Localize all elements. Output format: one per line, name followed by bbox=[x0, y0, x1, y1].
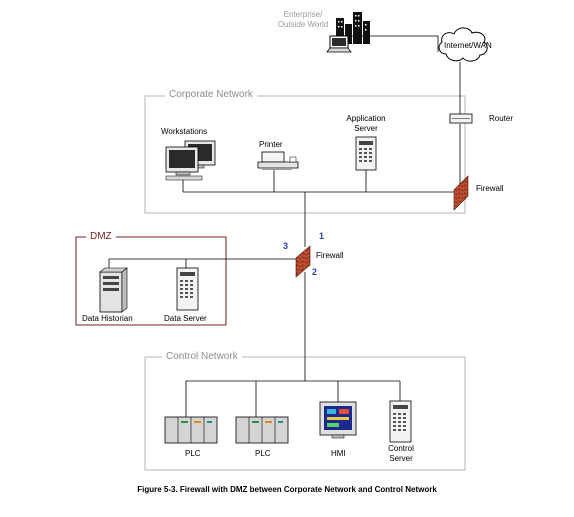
printer-label: Printer bbox=[259, 140, 283, 149]
network-links bbox=[108, 35, 461, 417]
router-icon bbox=[449, 113, 473, 124]
data-server-icon bbox=[176, 267, 199, 311]
data-historian-icon bbox=[99, 267, 128, 313]
control-server-label: Control Server bbox=[380, 444, 422, 464]
enterprise-to-internet-link bbox=[350, 35, 439, 52]
corporate-firewall-label: Firewall bbox=[476, 184, 504, 193]
corporate-network-title: Corporate Network bbox=[165, 89, 257, 101]
control-server-icon bbox=[389, 400, 412, 443]
application-server-label-line1: Application bbox=[346, 114, 386, 123]
application-server-label-line2: Server bbox=[354, 124, 378, 133]
dmz-title: DMZ bbox=[86, 231, 116, 243]
dmz-zone bbox=[75, 236, 227, 326]
control-server-label-line1: Control bbox=[388, 444, 414, 453]
data-server-label: Data Server bbox=[164, 314, 207, 323]
workstations-icon bbox=[165, 140, 216, 181]
corporate-firewall-icon bbox=[453, 175, 469, 211]
dmz-firewall-icon bbox=[295, 245, 311, 278]
control-network-title: Control Network bbox=[162, 351, 242, 363]
enterprise-label: Enterprise/ Outside World bbox=[268, 10, 338, 30]
workstations-label: Workstations bbox=[161, 127, 208, 136]
plc-1-label: PLC bbox=[185, 449, 201, 458]
firewall-port-3: 3 bbox=[283, 241, 289, 251]
plc-1-icon bbox=[164, 416, 218, 444]
control-server-label-line2: Server bbox=[389, 454, 413, 463]
enterprise-icon bbox=[326, 12, 370, 53]
internet-label: Internet/WAN bbox=[444, 41, 492, 50]
dmz-firewall-label: Firewall bbox=[316, 251, 344, 260]
firewall-port-2: 2 bbox=[312, 267, 318, 277]
dmz-link bbox=[108, 258, 300, 272]
router-label: Router bbox=[489, 114, 514, 123]
hmi-label: HMI bbox=[331, 449, 346, 458]
application-server-label: Application Server bbox=[336, 114, 396, 134]
firewall-port-1: 1 bbox=[319, 231, 325, 241]
plc-2-label: PLC bbox=[255, 449, 271, 458]
enterprise-label-line2: Outside World bbox=[277, 20, 329, 29]
internet-cloud-icon bbox=[438, 27, 488, 62]
plc-2-icon bbox=[235, 416, 289, 444]
enterprise-label-line1: Enterprise/ bbox=[283, 10, 323, 19]
printer-icon bbox=[257, 151, 299, 170]
hmi-icon bbox=[319, 401, 357, 439]
application-server-icon bbox=[355, 136, 377, 171]
figure-caption: Figure 5-3. Firewall with DMZ between Co… bbox=[137, 485, 437, 494]
data-historian-label: Data Historian bbox=[82, 314, 133, 323]
